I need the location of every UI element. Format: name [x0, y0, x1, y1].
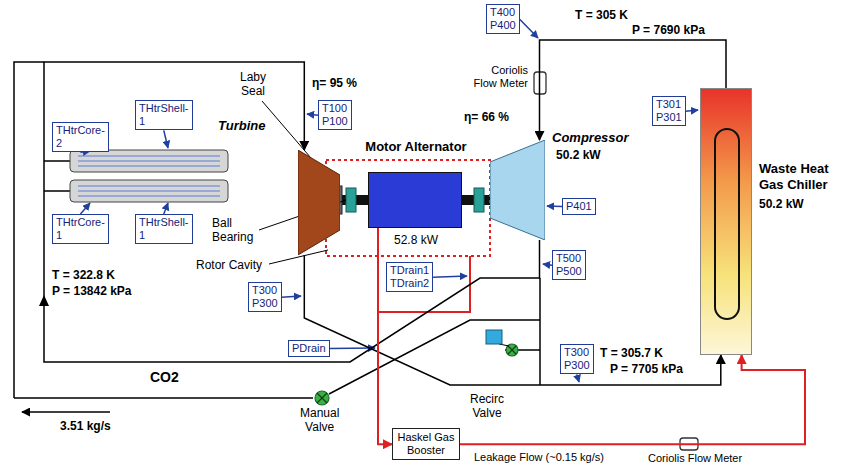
node-text: THtrShell-1 [139, 102, 189, 128]
sensor-tag: T400 P400 [486, 4, 520, 34]
valve-pipe [329, 320, 540, 394]
flow-pipe [540, 40, 727, 140]
annotation-label: η= 66 % [464, 110, 509, 124]
sensor-arrow [282, 296, 301, 297]
sensor-tag: T100 P100 [318, 100, 352, 130]
annotation-label: Ball Bearing [212, 216, 253, 245]
sensor-arrow [547, 205, 562, 207]
sensor-arrow [520, 19, 538, 38]
node-text: Turbine [218, 118, 265, 133]
node-text: THtrCore-2 [56, 124, 105, 150]
sensor-arrow [307, 114, 318, 115]
leakage-line [378, 228, 392, 444]
sensor-tag: T300 P300 [560, 344, 594, 374]
sensor-tag: THtrShell-1 [135, 100, 193, 130]
node-text: TDrain1 TDrain2 [390, 264, 429, 290]
node-text: T500 P500 [556, 252, 582, 278]
heater-pipe [44, 161, 70, 191]
sensor-tag: PDrain [288, 340, 330, 357]
annotation-label: 3.51 kg/s [60, 419, 111, 433]
node-text: Waste Heat Gas Chiller [759, 161, 843, 192]
sensor-arrow [80, 203, 90, 214]
annotation-label: P = 7705 kPa [610, 362, 683, 376]
node-text: Motor Alternator [344, 139, 488, 154]
manual-valve [315, 391, 329, 405]
sensor-arrow [164, 130, 168, 148]
flow-arrow [22, 411, 110, 413]
node-text: 50.2 kW [556, 148, 601, 162]
annotation-label: T = 305 K [575, 8, 628, 22]
valve-actuator [486, 330, 502, 344]
bypass-pipe [14, 62, 44, 398]
node-text: T400 P400 [490, 6, 516, 32]
sensor-tag: T500 P500 [552, 250, 586, 280]
rotor-cavity [326, 160, 490, 256]
heater-rods [78, 156, 220, 196]
gas-chiller: Waste Heat Gas Chiller50.2 kW [700, 88, 752, 355]
flow-pipe [44, 62, 540, 362]
sensor-tag: P401 [562, 198, 596, 215]
turbine-shape: Turbine [298, 150, 340, 255]
leakage-line [460, 355, 805, 444]
sensor-tag: TDrain1 TDrain2 [386, 262, 433, 292]
sensor-arrow [543, 264, 552, 265]
annotation-label: η= 95 % [312, 76, 357, 90]
annotation-label: T = 305.7 K [600, 346, 663, 360]
sensor-tag: THtrCore-2 [52, 122, 109, 152]
component-outline [701, 89, 753, 356]
component-outline [298, 150, 340, 255]
annotation-label: T = 322.8 K [52, 268, 115, 282]
valve-cross [508, 346, 516, 354]
sensor-arrow [433, 276, 467, 277]
annotation-label: Manual Valve [300, 406, 339, 435]
sensor-tag: T300 P300 [248, 282, 282, 312]
gas-booster: Haskel Gas Booster [392, 428, 460, 460]
flow-pipe [304, 255, 721, 385]
node-text: T100 P100 [322, 102, 348, 128]
outlet-pipe [539, 278, 541, 385]
motor-alternator: Motor Alternator52.8 kW [368, 172, 462, 228]
compressor-shape: Compressor50.2 kW [490, 140, 545, 240]
annotation-label: CO2 [150, 369, 179, 386]
valve-cross [317, 393, 327, 403]
annotation-label: P = 13842 kPa [52, 284, 132, 298]
node-text: Compressor [552, 130, 629, 145]
sensor-arrow [164, 203, 168, 214]
annotation-label: Coriolis Flow Meter [648, 452, 742, 465]
sensor-tag: THtrShell-1 [135, 214, 193, 244]
component-outline [490, 140, 545, 240]
annotation-label: Coriolis Flow Meter [466, 64, 528, 90]
node-text: P401 [566, 200, 592, 213]
annotation-label: Recirc Valve [470, 392, 504, 421]
node-text: 52.8 kW [369, 233, 463, 247]
edge-label: Leakage Flow (~0.15 kg/s) [472, 451, 606, 463]
node-text: PDrain [292, 342, 326, 355]
sensor-arrow [577, 374, 579, 382]
ball-bearing [346, 188, 356, 212]
node-text: T300 P300 [252, 284, 278, 310]
node-text: T301 P301 [656, 98, 682, 124]
node-text: THtrShell-1 [139, 216, 189, 242]
annotation-label: Rotor Cavity [196, 258, 262, 272]
annotation-label: Laby Seal [240, 70, 266, 99]
node-text: T300 P300 [564, 346, 590, 372]
bypass-pipe [14, 397, 313, 399]
node-text: THtrCore-1 [56, 216, 105, 242]
sensor-arrow [686, 110, 698, 111]
node-text: Haskel Gas Booster [395, 431, 457, 457]
sensor-tag: THtrCore-1 [52, 214, 109, 244]
sensor-tag: T301 P301 [652, 96, 686, 126]
drain-line [378, 256, 470, 312]
ball-bearing [474, 188, 484, 212]
annotation-label: P = 7690 kPa [632, 23, 705, 37]
node-text: 50.2 kW [759, 197, 804, 211]
